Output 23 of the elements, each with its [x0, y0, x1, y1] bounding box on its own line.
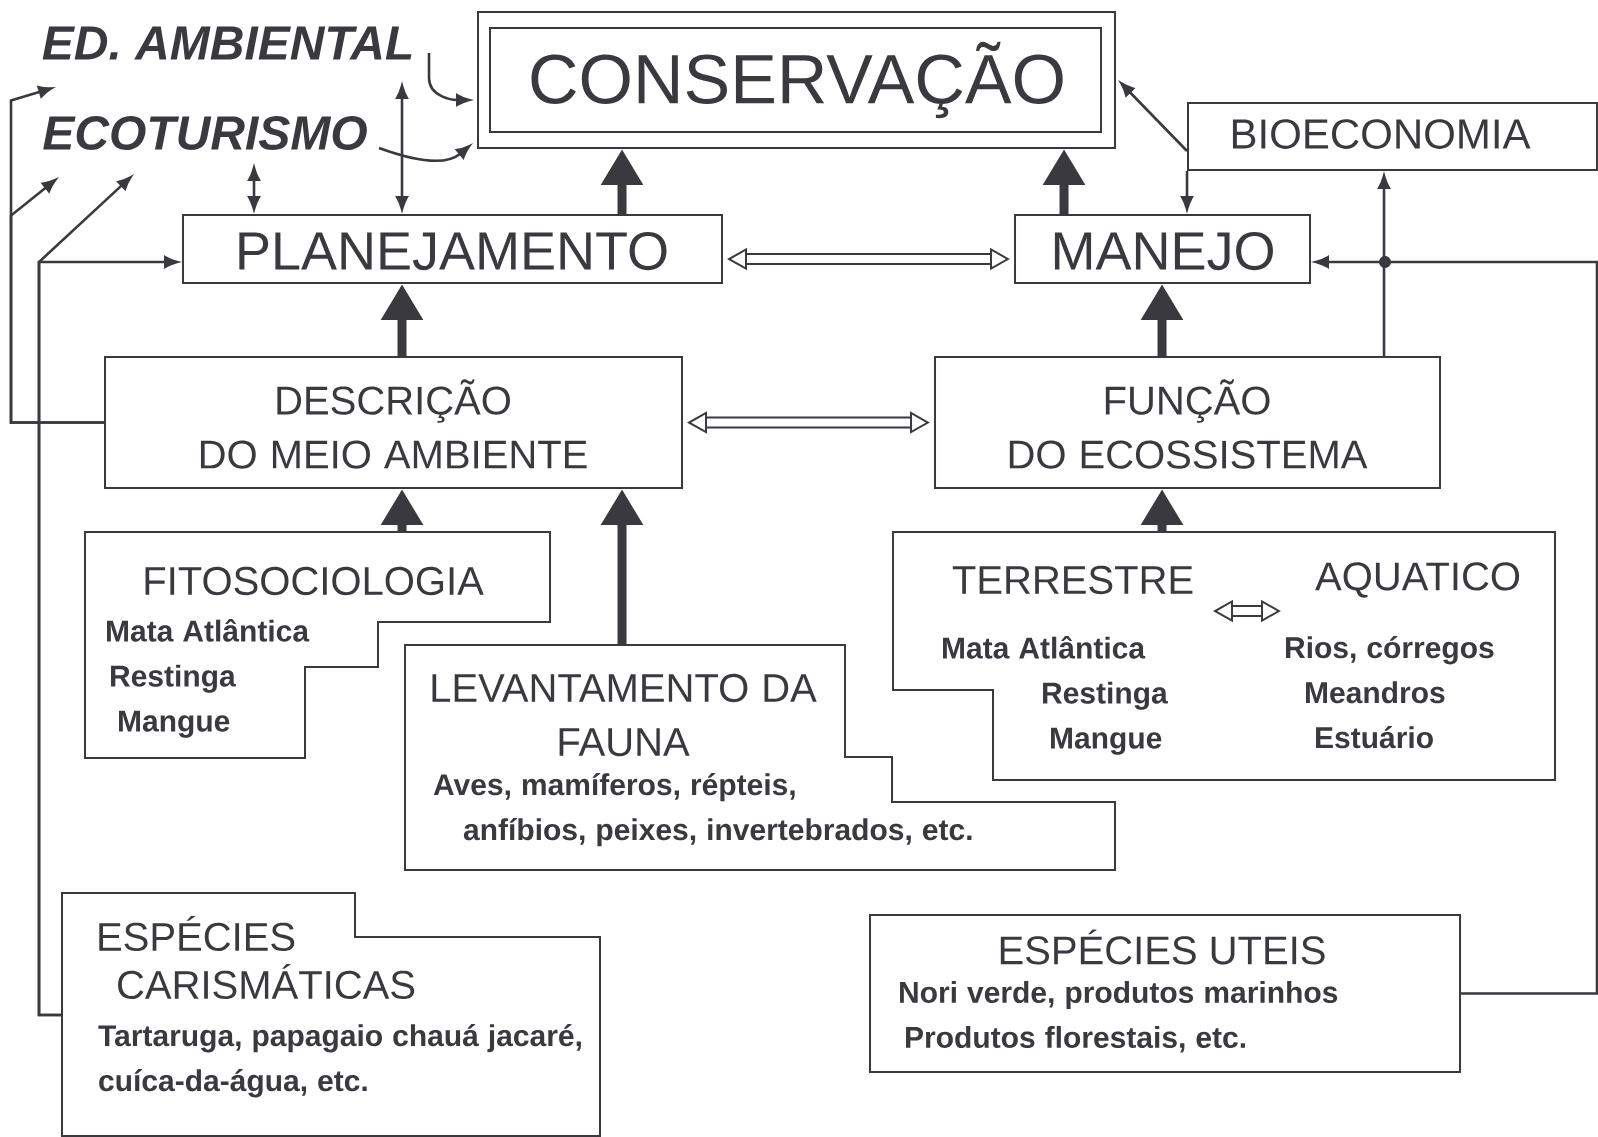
process-box: PLANEJAMENTO	[182, 214, 723, 284]
goal-box: CONSERVAÇÃO	[477, 11, 1116, 149]
process-box: DESCRIÇÃO DO MEIO AMBIENTE	[104, 356, 683, 489]
arrow	[1378, 174, 1390, 356]
arrow	[37, 256, 179, 1017]
arrow	[1120, 82, 1188, 152]
arrow	[9, 178, 104, 424]
topic-box: ESPÉCIES UTEIS Nori verde, produtos marinhos Produtos florestais, etc.	[869, 914, 1461, 1073]
arrow	[396, 84, 408, 211]
habitat-panel	[892, 531, 1556, 781]
arrow	[248, 166, 260, 211]
habitat-column: TERRESTRE Mata Atlântica Restinga Mangue	[943, 565, 1193, 755]
arrow	[1314, 256, 1598, 995]
arrow	[1181, 171, 1193, 211]
italic-heading: ED. AMBIENTAL	[42, 26, 412, 60]
arrow	[427, 53, 471, 106]
habitat-column: AQUATICO Rios, córregos Meandros Estuário	[1286, 562, 1520, 749]
arrow	[378, 145, 471, 163]
process-box: FUNÇÃO DO ECOSSISTEMA	[934, 356, 1441, 489]
process-box: MANEJO	[1014, 214, 1311, 284]
process-box: BIOECONOMIA	[1187, 102, 1598, 171]
italic-heading: ECOTURISMO	[43, 116, 367, 150]
topic-box: ESPÉCIES CARISMÁTICAS Tartaruga, papagaio chauá jacaré, cuíca-da-água, etc.	[61, 892, 601, 1137]
